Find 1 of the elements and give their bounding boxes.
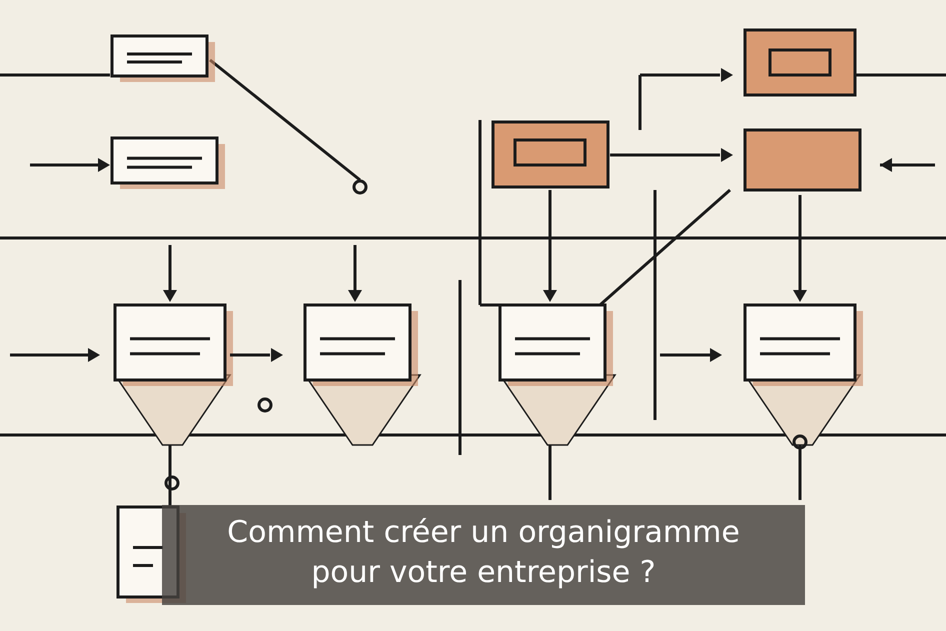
caption-text: Comment créer un organigramme pour votre entreprise ?	[162, 505, 805, 605]
